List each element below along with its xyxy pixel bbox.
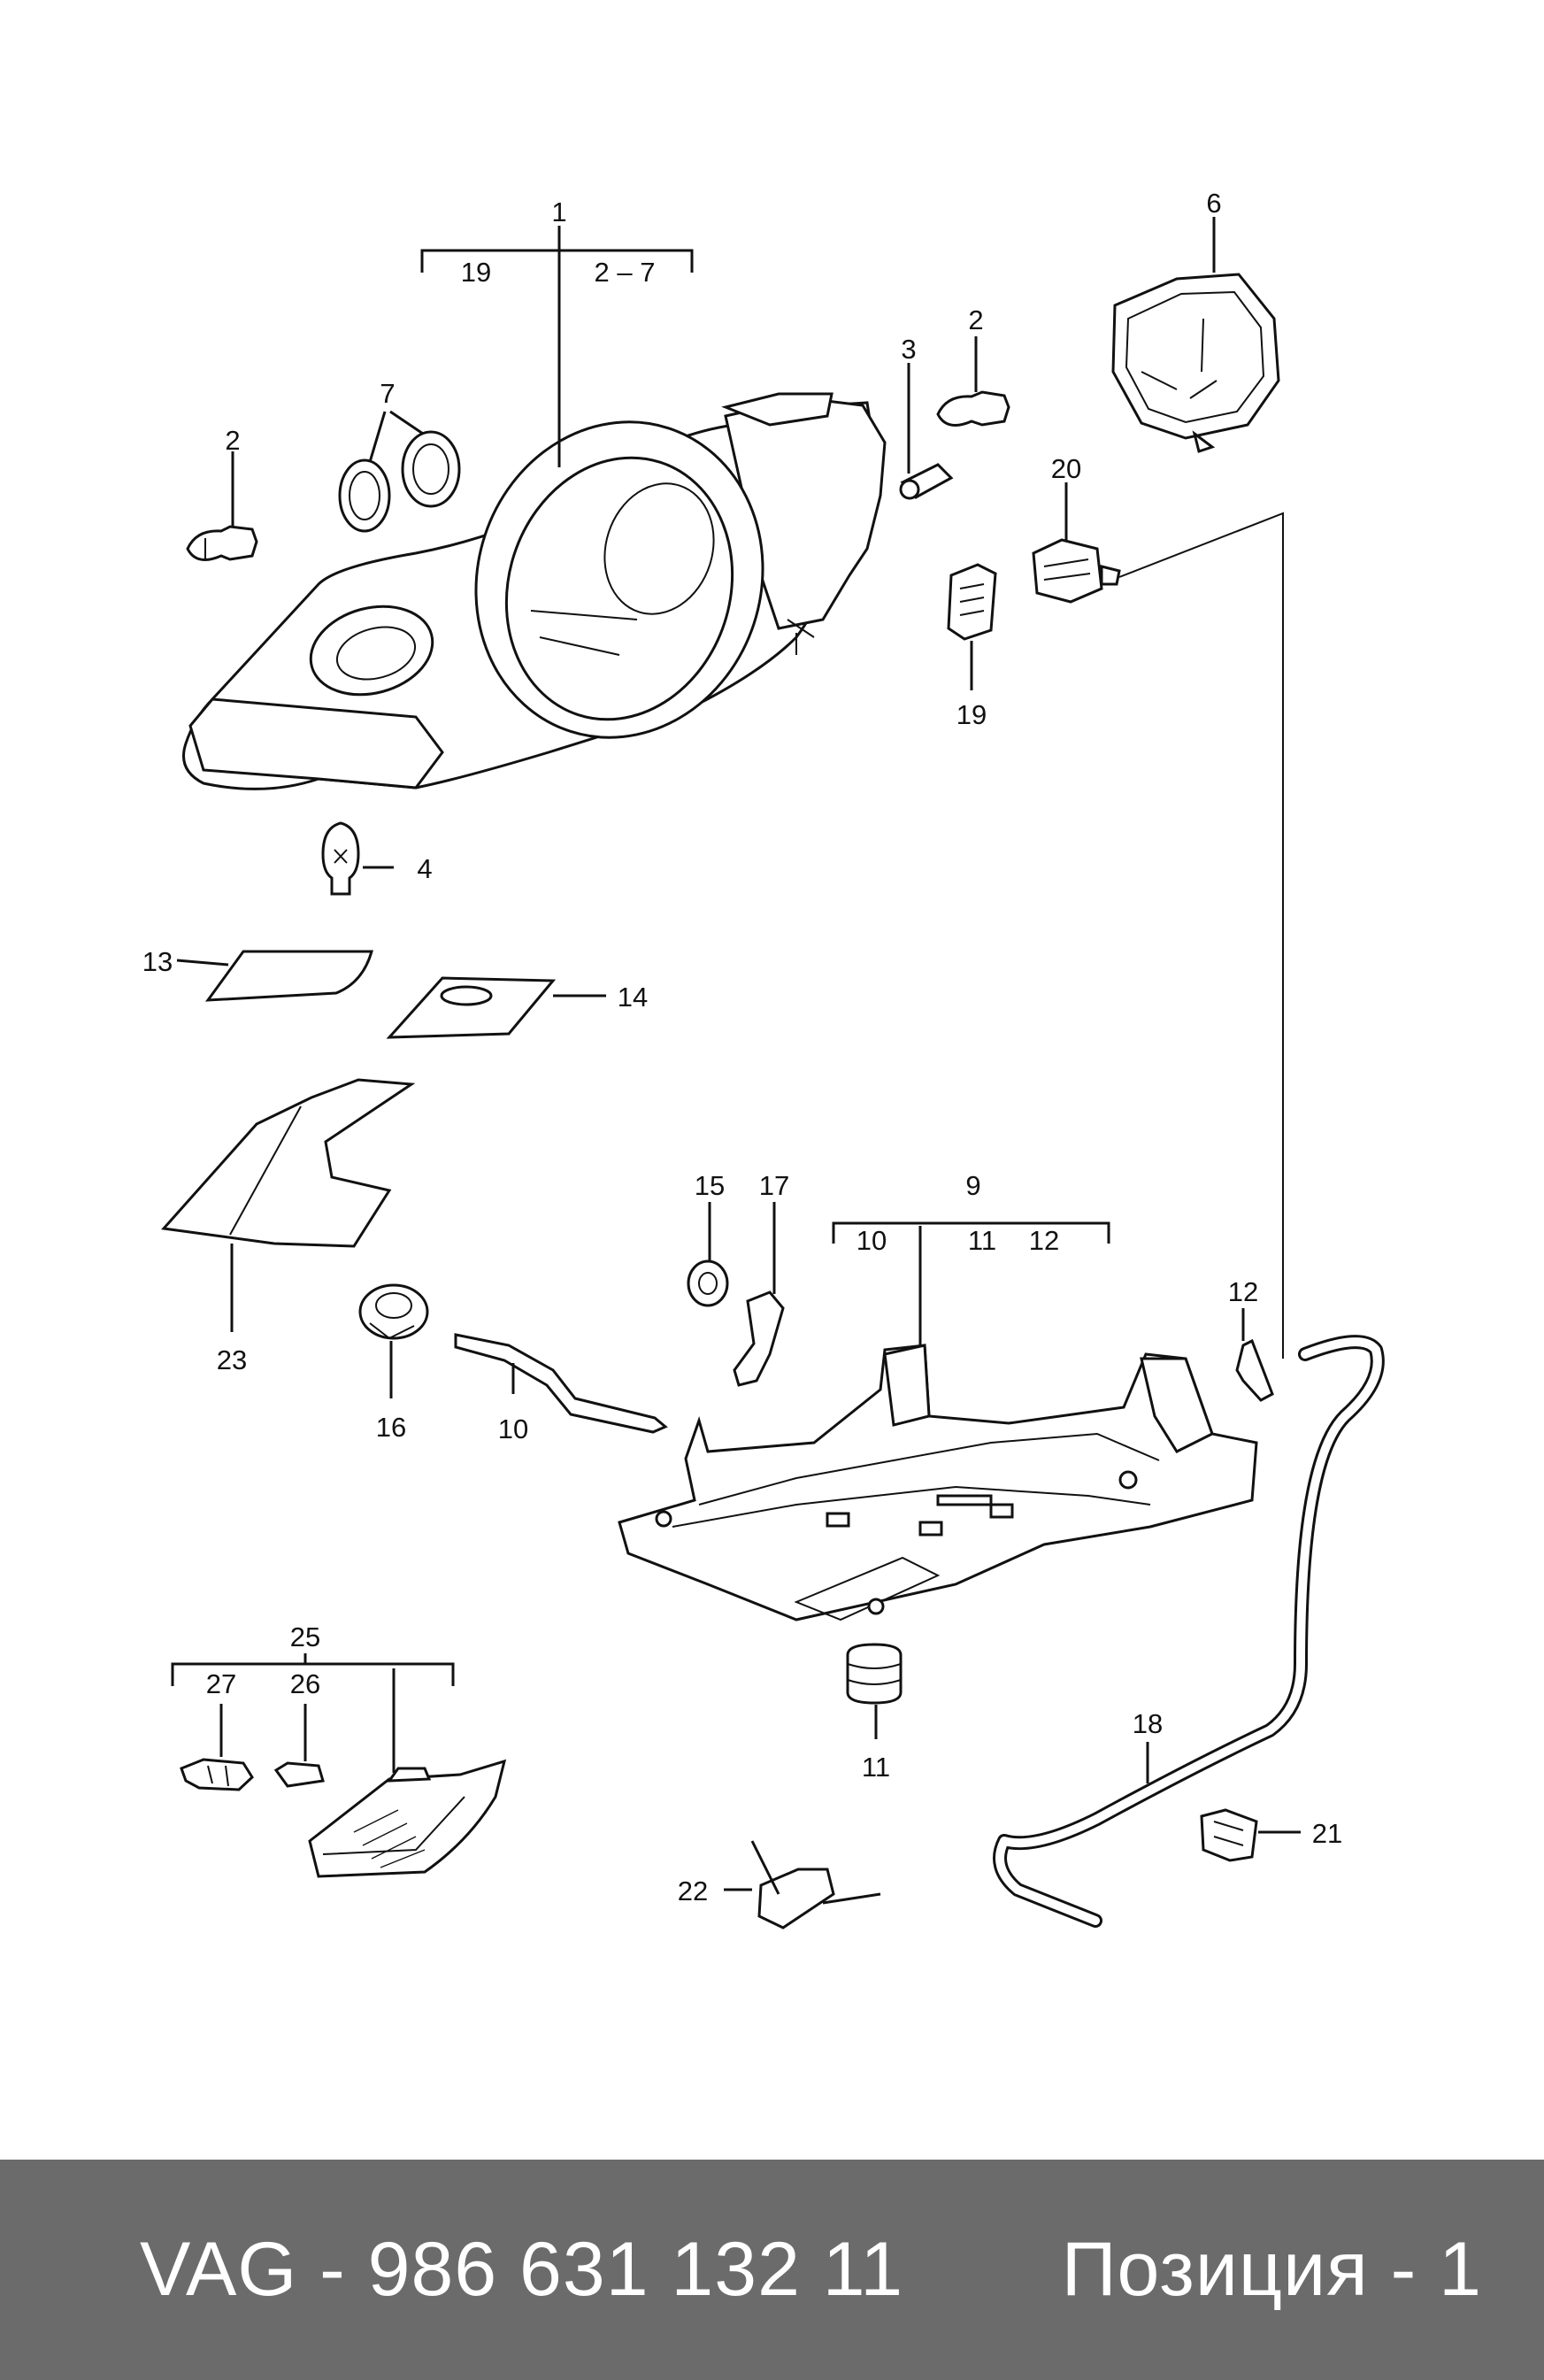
footer-bar: VAG - 986 631 132 11 Позиция - 1 bbox=[0, 2160, 1544, 2380]
h7-bulb-right: 2 bbox=[936, 304, 1010, 427]
callout-11: 11 bbox=[862, 1752, 890, 1783]
callout-22: 22 bbox=[678, 1876, 708, 1906]
callout-9-c: 12 bbox=[1029, 1225, 1059, 1256]
grommet: 16 bbox=[358, 1283, 429, 1443]
callout-6: 6 bbox=[1206, 188, 1221, 219]
connector-plug: 20 bbox=[1032, 453, 1121, 604]
callout-15: 15 bbox=[695, 1170, 725, 1201]
wire-route bbox=[1118, 512, 1284, 1359]
vent-hose: 18 bbox=[993, 1335, 1385, 1928]
callout-21: 21 bbox=[1312, 1818, 1342, 1849]
callout-13: 13 bbox=[142, 946, 173, 977]
callout-19: 19 bbox=[956, 699, 987, 730]
retaining-clip: 12 bbox=[1228, 1276, 1274, 1402]
side-marker-assembly: 25 27 26 bbox=[171, 1621, 507, 1878]
seal-rings: 7 bbox=[338, 378, 461, 533]
callout-16: 16 bbox=[376, 1412, 406, 1443]
parts-diagram: 1 19 2 – 7 2 7 2 3 6 bbox=[142, 188, 1385, 1929]
bulb-socket: 19 bbox=[947, 563, 997, 730]
callout-1-bracket: 1 19 2 – 7 bbox=[420, 196, 694, 467]
callout-18: 18 bbox=[1133, 1708, 1163, 1739]
callout-10: 10 bbox=[498, 1413, 528, 1444]
callout-7: 7 bbox=[380, 378, 395, 409]
callout-25: 25 bbox=[290, 1621, 320, 1652]
callout-9: 9 bbox=[965, 1170, 980, 1201]
callout-1: 1 bbox=[551, 196, 566, 227]
callout-20: 20 bbox=[1051, 453, 1081, 484]
callout-3: 3 bbox=[901, 334, 916, 365]
h7-bulb-left: 2 bbox=[186, 425, 258, 561]
callout-1-left: 19 bbox=[461, 257, 491, 288]
callout-1-right: 2 – 7 bbox=[595, 257, 656, 288]
indicator-bulb: 4 bbox=[321, 821, 433, 896]
spring-clip: 17 bbox=[733, 1170, 789, 1387]
mounting-bracket: 9 10 11 12 bbox=[618, 1170, 1258, 1621]
callout-27: 27 bbox=[206, 1668, 236, 1699]
mounting-clip: 22 bbox=[678, 1840, 881, 1929]
nut: 15 bbox=[687, 1170, 729, 1307]
callout-9-a: 10 bbox=[856, 1225, 887, 1256]
callout-17: 17 bbox=[759, 1170, 789, 1201]
small-bulb: 3 bbox=[899, 334, 954, 500]
position-label: Позиция - 1 bbox=[1061, 2227, 1482, 2312]
adjusting-rod: 10 bbox=[454, 1333, 668, 1444]
part-number-label: VAG - 986 631 132 11 bbox=[140, 2227, 904, 2312]
side-lens-13: 13 bbox=[142, 946, 373, 1002]
callout-4: 4 bbox=[417, 853, 432, 884]
headlight-cover: 6 bbox=[1111, 188, 1280, 453]
callout-26: 26 bbox=[290, 1668, 320, 1699]
callout-12: 12 bbox=[1228, 1276, 1258, 1307]
callout-14: 14 bbox=[618, 982, 648, 1013]
callout-2-right: 2 bbox=[968, 304, 983, 335]
headlight-assembly bbox=[182, 392, 887, 790]
callout-23: 23 bbox=[217, 1344, 247, 1375]
side-lens-14: 14 bbox=[386, 976, 648, 1039]
callout-9-b: 11 bbox=[968, 1225, 996, 1256]
callout-2-left: 2 bbox=[225, 425, 240, 456]
hose-clip: 21 bbox=[1200, 1808, 1342, 1862]
rubber-buffer: 11 bbox=[846, 1643, 903, 1783]
protective-foil: 23 bbox=[161, 1078, 416, 1375]
